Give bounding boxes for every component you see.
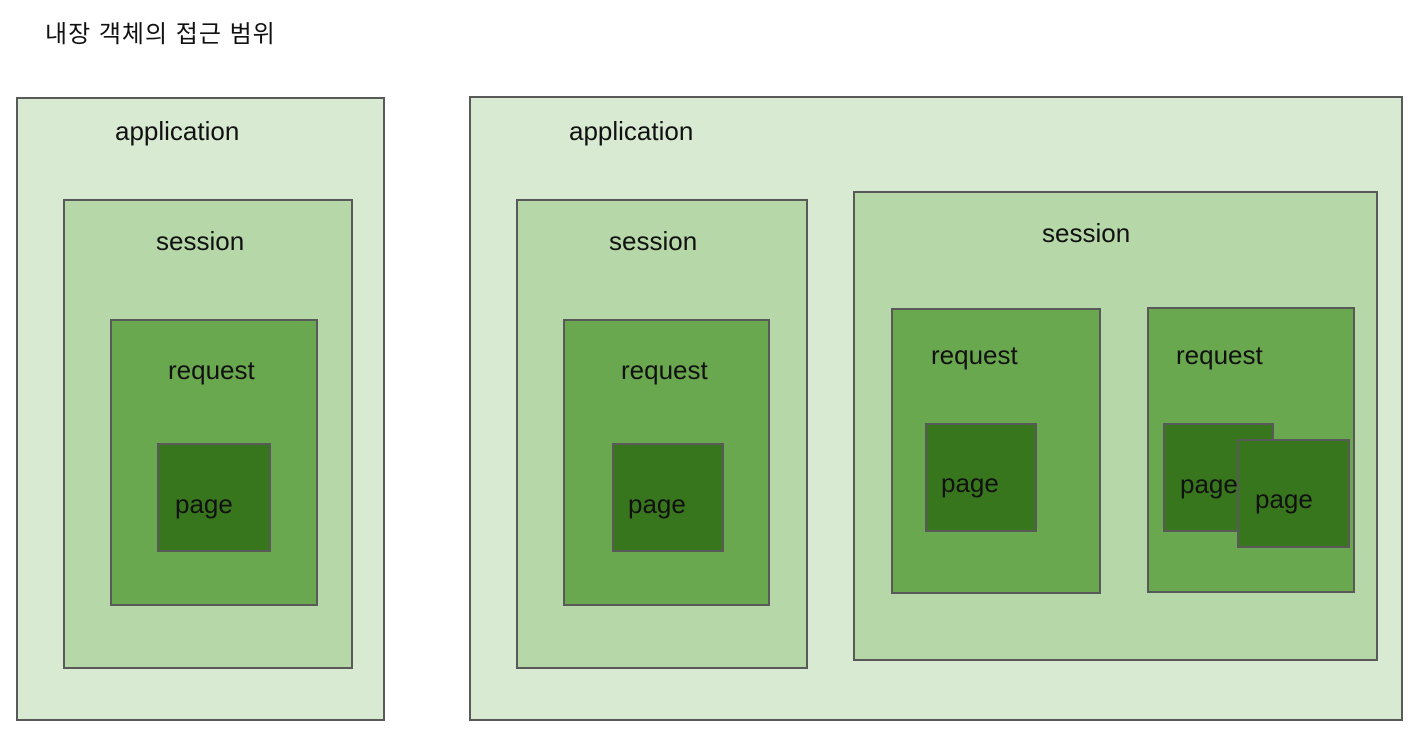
request-box: request page page	[1147, 307, 1355, 593]
session-box: session request page	[516, 199, 808, 669]
request-box: request page	[563, 319, 770, 606]
request-box: request page	[110, 319, 318, 606]
page-label: page	[1180, 469, 1238, 499]
session-box: session request page	[63, 199, 353, 669]
page-box: page	[925, 423, 1037, 532]
request-label: request	[931, 340, 1018, 370]
page-box: page	[1237, 439, 1350, 548]
request-label: request	[621, 355, 708, 385]
application-label: application	[569, 116, 694, 146]
application-box: application session request page	[16, 97, 385, 721]
session-label: session	[156, 226, 245, 256]
request-label: request	[168, 355, 255, 385]
request-label: request	[1176, 340, 1263, 370]
page-box: page	[157, 443, 271, 552]
application-box: application session request page session…	[469, 96, 1403, 721]
application-label: application	[115, 116, 240, 146]
page-label: page	[628, 489, 686, 519]
session-label: session	[1042, 218, 1131, 248]
session-box: session request page request page page	[853, 191, 1378, 661]
diagram-title: 내장 객체의 접근 범위	[45, 21, 276, 48]
session-label: session	[609, 226, 698, 256]
page-box: page	[612, 443, 724, 552]
request-box: request page	[891, 308, 1101, 594]
page-label: page	[1255, 484, 1313, 514]
page-label: page	[175, 489, 233, 519]
page-label: page	[941, 468, 999, 498]
